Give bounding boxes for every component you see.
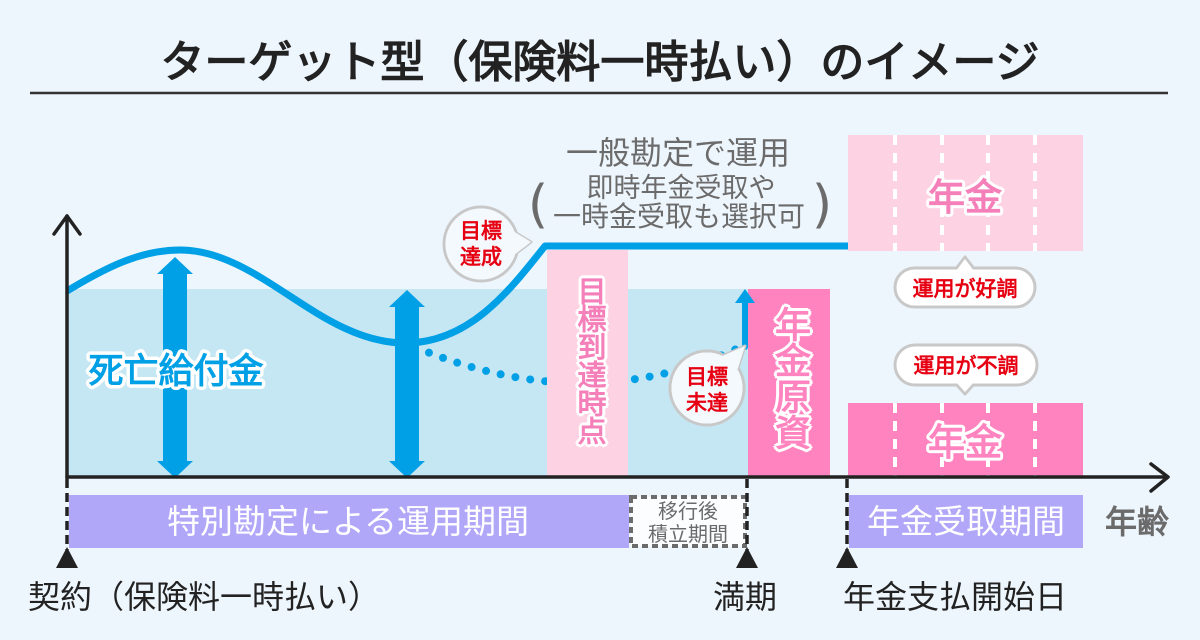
period-post-transition: 移行後 積立期間 [629, 495, 747, 548]
general-account-line1: 即時年金受取や [587, 173, 776, 204]
bubble-not-achieved-line1: 目標 [686, 365, 728, 389]
period-pension-receipt: 年金受取期間 [849, 495, 1083, 548]
annuity-fund-label: 年金原資 [769, 306, 810, 450]
bubble-poor-performance: 運用が不調 [893, 343, 1039, 396]
double-arrow-icon [389, 290, 425, 478]
paren-close: ) [812, 175, 832, 235]
bubble-achieved-line2: 達成 [460, 245, 502, 269]
y-axis [52, 214, 82, 480]
bubble-good-text: 運用が好調 [913, 277, 1018, 301]
pension-box-good: 年金 [848, 135, 1083, 251]
bubble-achieved-line1: 目標 [460, 219, 502, 243]
target-not-reached-dotted-line [411, 341, 749, 387]
post-transition-line1: 移行後 [658, 499, 718, 523]
post-transition-line2: 積立期間 [648, 522, 728, 546]
up-arrow-icon [735, 289, 755, 350]
annuity-fund-bar [748, 289, 830, 477]
general-account-note: 一般勘定で運用 ( 即時年金受取や 一時金受取も選択可 ) [528, 134, 832, 235]
bubble-poor-text: 運用が不調 [914, 354, 1019, 378]
value-curve [65, 242, 848, 347]
bubble-good-performance: 運用が好調 [893, 255, 1037, 309]
bubble-target-not-achieved: 目標 未達 [668, 344, 747, 427]
general-account-heading: 一般勘定で運用 [566, 134, 790, 172]
milestone-maturity-label: 満期 [713, 578, 777, 616]
pension-poor-label: 年金 [928, 421, 1003, 464]
x-axis [65, 462, 1170, 493]
milestone-contract-label: 契約（保険料一時払い） [28, 578, 380, 616]
triangle-marker-icon [736, 547, 758, 568]
period-special-account-label: 特別勘定による運用期間 [167, 502, 529, 541]
target-reached-label: 目標到達時点 [573, 276, 607, 444]
bubble-target-achieved: 目標 達成 [442, 205, 533, 283]
bubble-not-achieved-line2: 未達 [686, 391, 728, 415]
triangle-marker-icon [56, 547, 78, 568]
paren-open: ( [528, 175, 548, 235]
death-benefit-label: 死亡給付金 [88, 351, 264, 392]
milestone-markers [56, 479, 858, 568]
double-arrow-icon [157, 257, 193, 478]
x-axis-label: 年齢 [1105, 503, 1169, 541]
triangle-marker-icon [836, 547, 858, 568]
period-pension-receipt-label: 年金受取期間 [867, 502, 1065, 541]
pension-box-poor: 年金 [848, 403, 1083, 477]
page-title: ターゲット型（保険料一時払い）のイメージ [160, 37, 1039, 88]
target-reached-bar [547, 250, 628, 477]
pension-good-label: 年金 [928, 176, 1003, 219]
milestone-pension-start-label: 年金支払開始日 [843, 578, 1067, 616]
period-special-account: 特別勘定による運用期間 [69, 495, 629, 548]
general-account-line2: 一時金受取も選択可 [553, 200, 805, 233]
